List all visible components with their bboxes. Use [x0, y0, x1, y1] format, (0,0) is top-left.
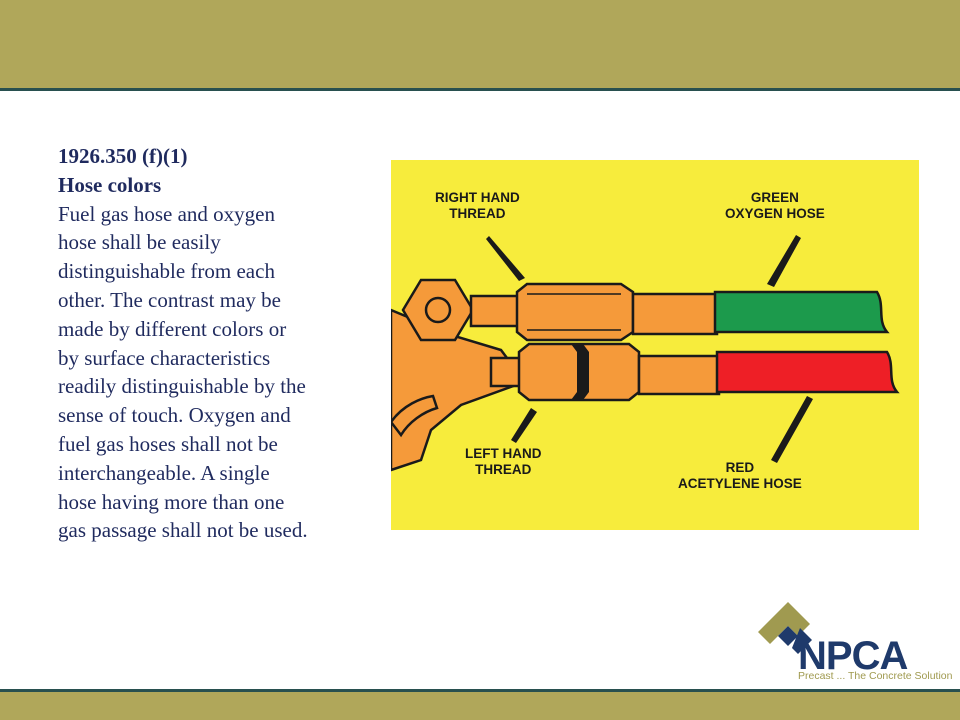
body-line: hose shall be easily	[58, 230, 221, 255]
body-line: interchangeable. A single	[58, 460, 270, 485]
acetylene-stem	[489, 356, 523, 388]
green-oxygen-hose	[713, 290, 890, 334]
oxygen-nut	[515, 282, 635, 342]
npca-logo-word: NPCA	[798, 634, 908, 678]
npca-tagline: Precast ... The Concrete Solution	[798, 670, 953, 682]
hex-nut-hole	[424, 296, 452, 324]
body-line: distinguishable from each	[58, 259, 275, 284]
slide-title: Hose colors	[58, 172, 162, 197]
footer-band	[0, 692, 960, 720]
acetylene-barb	[637, 354, 721, 396]
left-hand-groove	[571, 344, 589, 400]
left-hand-thread-label: LEFT HAND THREAD	[465, 446, 542, 477]
body-line: by surface characteristics	[58, 345, 271, 370]
header-band	[0, 0, 960, 88]
hose-illustration	[391, 235, 900, 472]
header-rule	[0, 88, 960, 91]
body-line: sense of touch. Oxygen and	[58, 403, 291, 428]
oxygen-stem	[469, 294, 523, 328]
oxygen-barb	[631, 292, 719, 336]
hose-diagram: RIGHT HAND THREAD GREEN OXYGEN HOSE LEFT…	[391, 160, 919, 530]
green-oxygen-hose-label: GREEN OXYGEN HOSE	[725, 190, 825, 221]
right-hand-thread-label: RIGHT HAND THREAD	[435, 190, 520, 221]
torch-collar	[391, 394, 439, 438]
red-acetylene-hose-label: RED ACETYLENE HOSE	[678, 460, 802, 491]
body-line: made by different colors or	[58, 316, 287, 341]
standard-reference: 1926.350 (f)(1)	[58, 144, 188, 168]
red-acetylene-hose-pointer	[771, 396, 813, 463]
red-acetylene-hose	[715, 350, 900, 394]
right-hand-thread-pointer	[486, 236, 525, 281]
left-hand-thread-pointer	[511, 408, 537, 443]
npca-logo-mark	[758, 602, 812, 654]
body-line: fuel gas hoses shall not be	[58, 431, 278, 456]
green-oxygen-hose-pointer	[767, 235, 801, 287]
body-line: gas passage shall not be used.	[58, 518, 308, 543]
body-line: hose having more than one	[58, 489, 285, 514]
body-line: readily distinguishable by the	[58, 374, 306, 399]
body-line: other. The contrast may be	[58, 287, 281, 312]
torch-body	[391, 308, 518, 472]
footer-rule	[0, 689, 960, 692]
slide-text: 1926.350 (f)(1) Hose colors Fuel gas hos…	[58, 142, 358, 545]
body-line: Fuel gas hose and oxygen	[58, 201, 275, 226]
